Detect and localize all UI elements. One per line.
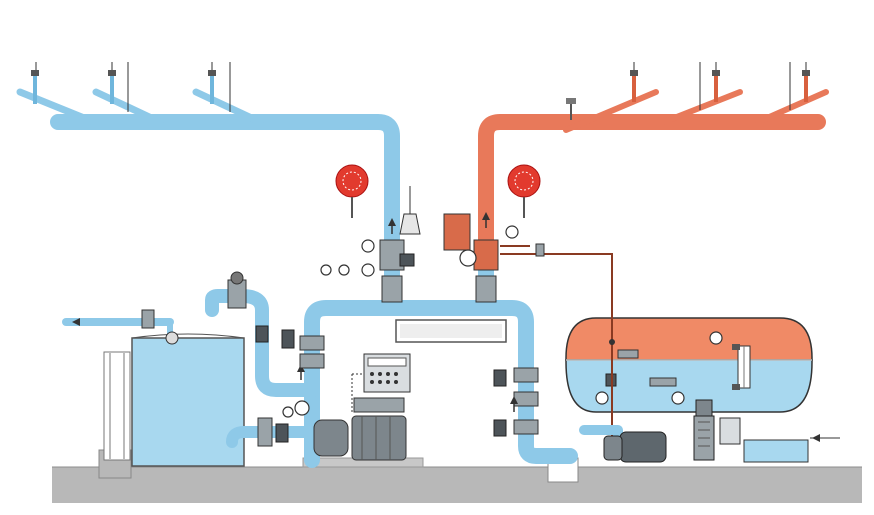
- cold-alarm-valve: [379, 186, 421, 303]
- water-storage-tank: [103, 333, 245, 467]
- fire-pump: [313, 397, 407, 461]
- pressure-gauge-icon: [338, 264, 350, 276]
- overhead-hot-pipe: [478, 62, 829, 273]
- pressure-gauge-icon: [505, 225, 519, 239]
- tank-outlet-pipe: [226, 417, 318, 448]
- pressure-gauge-icon: [671, 391, 685, 405]
- tank-level-gauge: [732, 344, 751, 390]
- flow-arrow-icon: [510, 396, 518, 412]
- overhead-cold-pipe: [16, 62, 400, 273]
- pressure-gauge-icon: [361, 263, 375, 277]
- sprinkler-head-icon: [712, 70, 720, 102]
- pressure-gauge-icon: [709, 331, 723, 345]
- pump-controller: [351, 353, 411, 412]
- air-supply-line: [500, 243, 615, 440]
- vent-valve-icon: [566, 98, 576, 120]
- sprinkler-head-icon: [208, 70, 216, 104]
- jockey-pump: [579, 425, 667, 463]
- tank-inlet-pipe: [62, 309, 179, 345]
- pressure-gauge-icon: [361, 239, 375, 253]
- booster-pump: [693, 399, 715, 461]
- alarm-bell-icon: [507, 164, 541, 218]
- sprinkler-head-icon: [31, 70, 39, 104]
- pressure-gauge-icon: [294, 400, 310, 416]
- sprinkler-head-icon: [108, 70, 116, 104]
- sprinkler-head-icon: [630, 70, 638, 102]
- flow-arrow-icon: [482, 212, 490, 228]
- flow-arrow-icon: [388, 218, 396, 234]
- pressure-gauge-icon: [282, 406, 294, 418]
- sprinkler-head-icon: [802, 70, 810, 102]
- hot-alarm-valve: [443, 213, 499, 303]
- tank-riser-pipe: [205, 271, 319, 397]
- pump-header-valves: [281, 329, 325, 369]
- make-up-water-tank: [719, 417, 840, 463]
- pressure-gauge-icon: [595, 391, 609, 405]
- riser-control-valves: [493, 367, 539, 437]
- alarm-bell-icon: [335, 164, 369, 218]
- pressure-gauge-icon: [320, 264, 332, 276]
